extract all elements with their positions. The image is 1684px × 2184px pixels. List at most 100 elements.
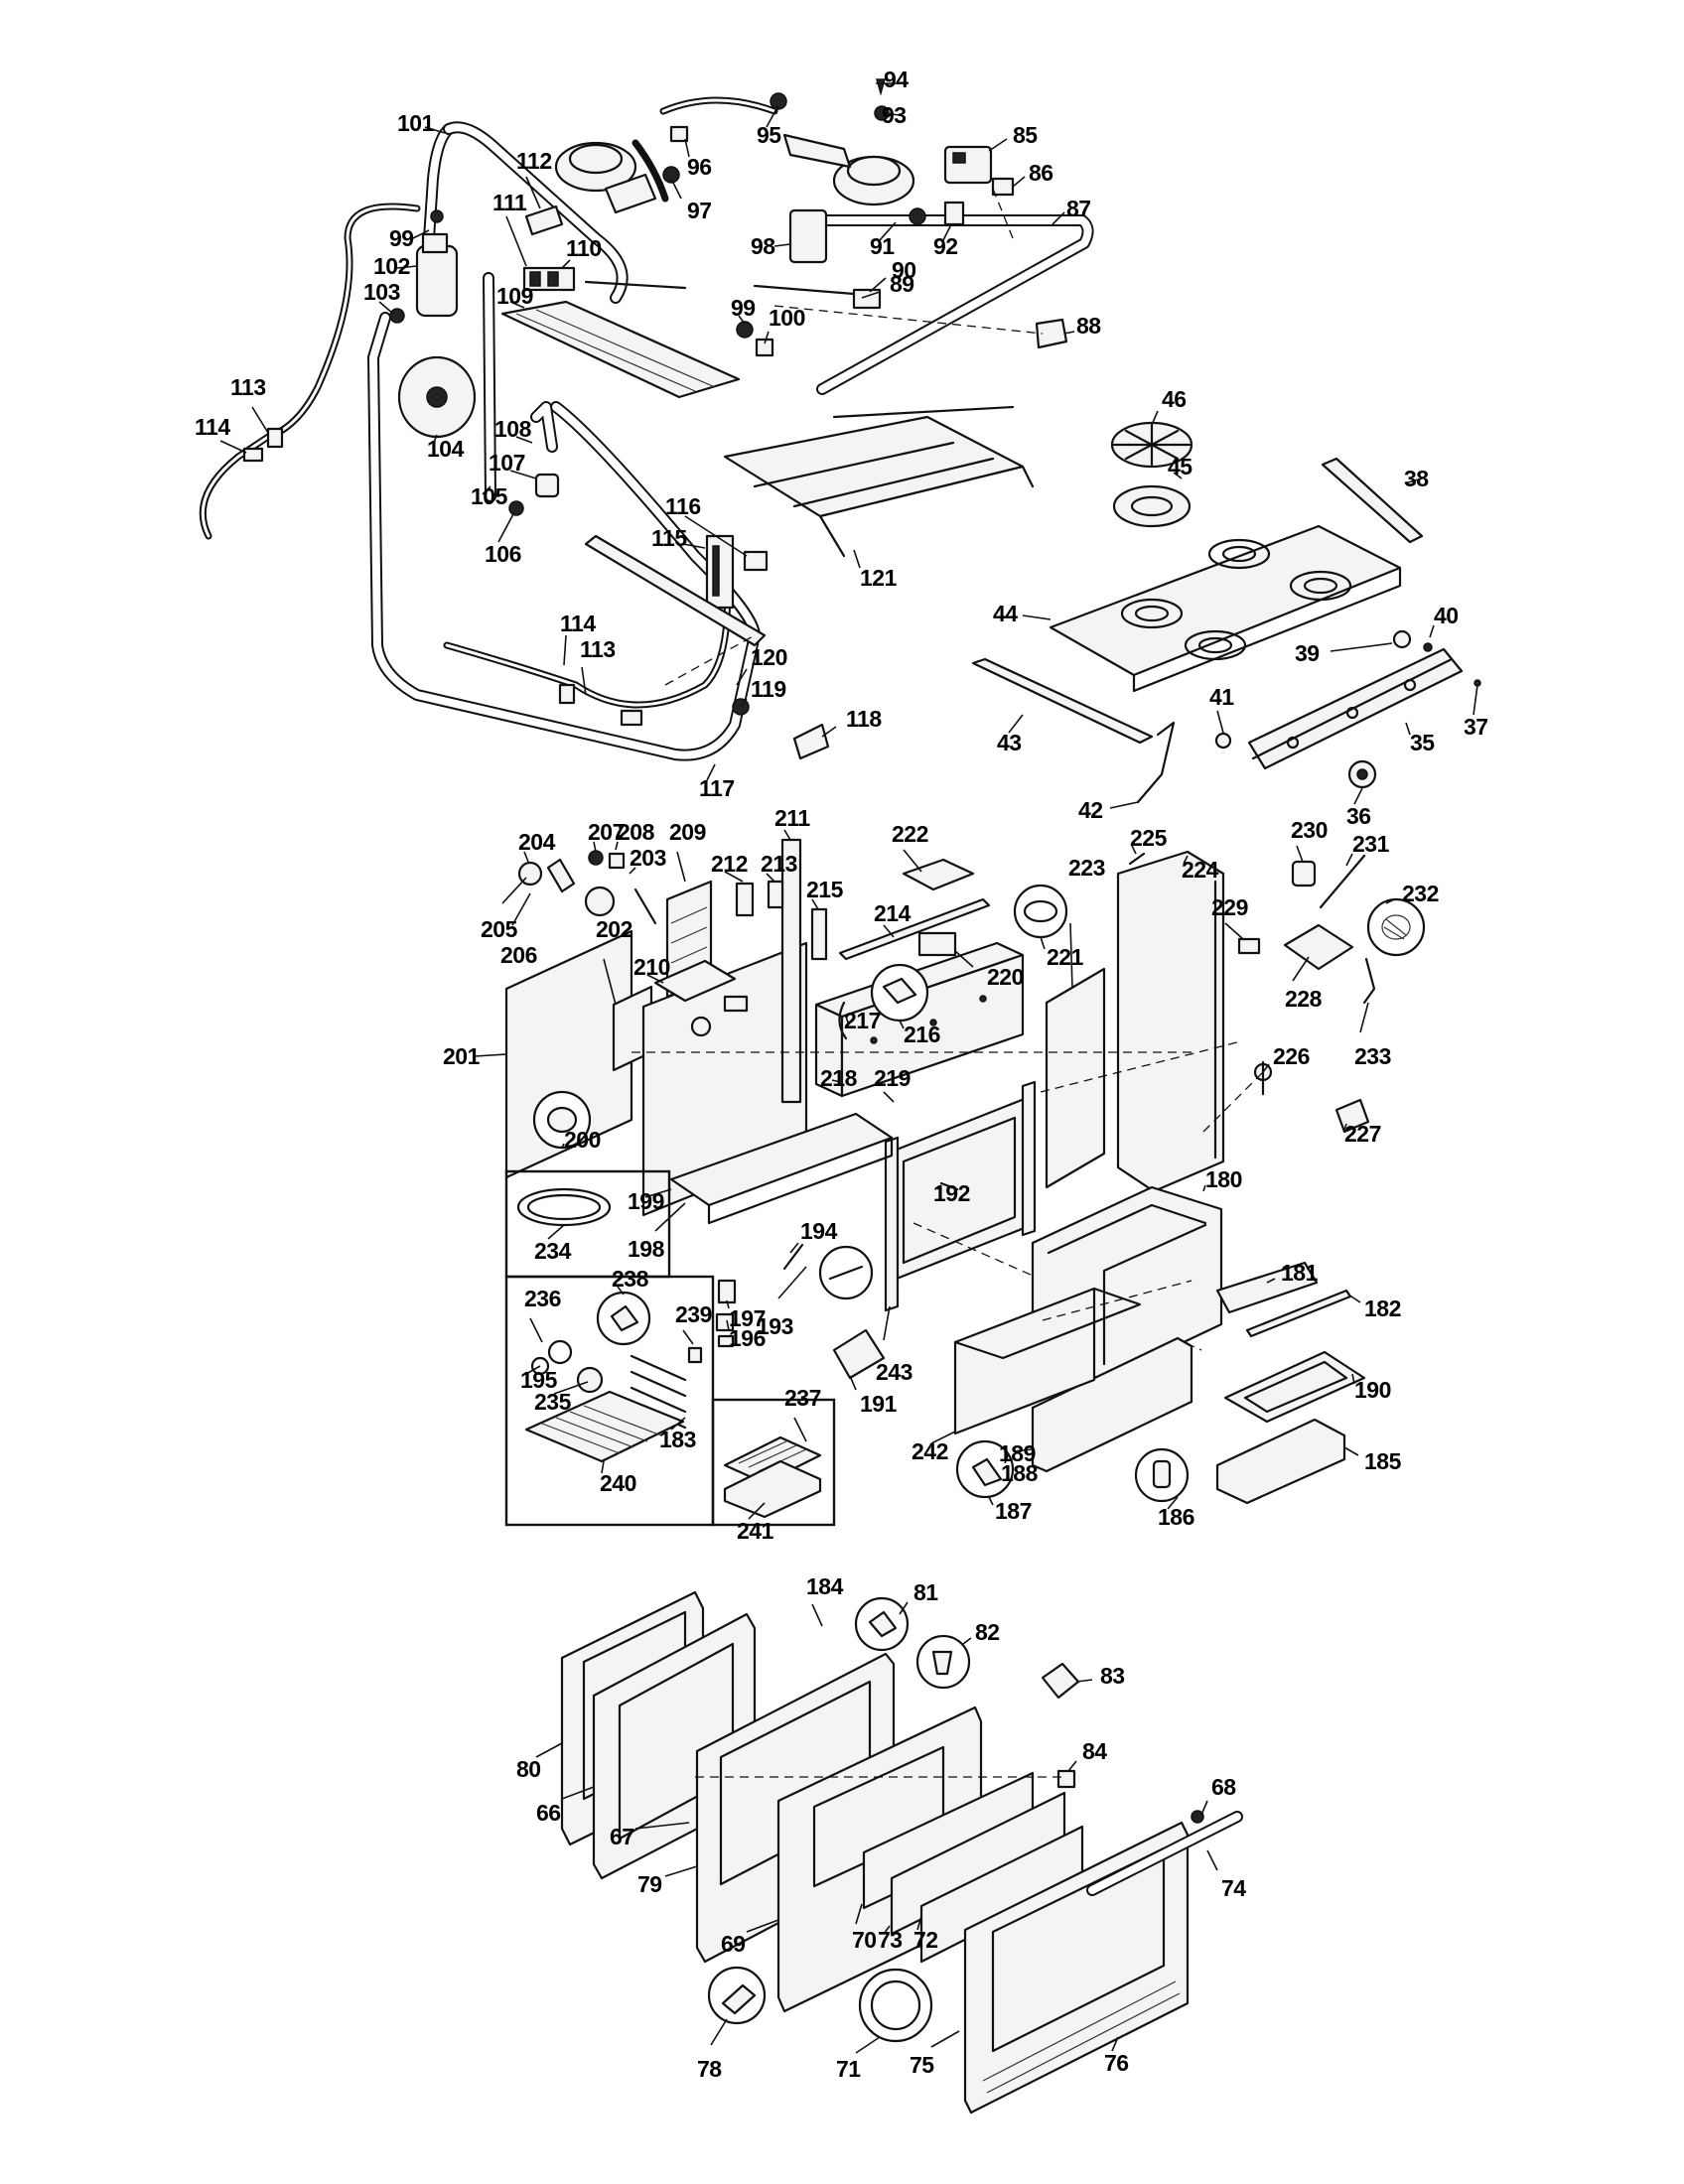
callout-leader — [1216, 710, 1224, 734]
callout-label-108: 108 — [494, 416, 532, 442]
callout-label-38: 38 — [1404, 466, 1429, 491]
callout-label-96: 96 — [687, 154, 712, 180]
callout-label-112: 112 — [516, 148, 552, 174]
oven-door-assembly — [560, 1590, 1243, 2115]
callout-leader — [930, 2030, 960, 2048]
callout-leader — [1202, 1184, 1206, 1192]
callout-label-45: 45 — [1168, 454, 1193, 479]
callout-label-36: 36 — [1346, 803, 1371, 829]
callout-label-211: 211 — [774, 805, 810, 831]
callout-label-180: 180 — [1205, 1166, 1242, 1192]
callout-leader — [1173, 472, 1183, 479]
callout-label-99: 99 — [731, 295, 756, 321]
callout-leader — [644, 1188, 672, 1198]
callout-label-87: 87 — [1066, 196, 1091, 221]
callout-label-88: 88 — [1076, 313, 1101, 339]
callout-label-188: 188 — [1001, 1460, 1039, 1486]
callout-leader — [553, 1381, 589, 1395]
callout-leader — [706, 763, 716, 781]
callout-leader — [505, 215, 527, 267]
callout-leader — [593, 841, 597, 853]
callout-leader — [561, 259, 571, 269]
callout-leader — [726, 1299, 730, 1309]
callout-label-199: 199 — [628, 1188, 664, 1214]
callout-label-84: 84 — [1082, 1738, 1107, 1764]
callout-leader — [509, 301, 525, 309]
callout-leader — [821, 726, 837, 738]
callout-label-212: 212 — [711, 851, 748, 877]
callout-leader — [535, 1742, 563, 1758]
callout-leader — [1353, 787, 1363, 805]
callout-leader — [936, 1184, 942, 1190]
callout-label-70: 70 — [852, 1927, 877, 1953]
callout-leader — [1206, 1849, 1218, 1871]
callout-label-95: 95 — [757, 122, 781, 148]
callout-label-94: 94 — [884, 67, 909, 92]
callout-leader — [396, 265, 418, 269]
callout-label-44: 44 — [993, 601, 1018, 626]
callout-leader — [766, 873, 775, 883]
callout-label-46: 46 — [1162, 386, 1187, 412]
callout-leader — [1292, 956, 1310, 982]
callout-leader — [1075, 1679, 1093, 1683]
callout-leader — [811, 1603, 823, 1627]
callout-leader — [251, 406, 269, 434]
callout-label-213: 213 — [761, 851, 797, 877]
callout-label-203: 203 — [630, 845, 666, 871]
callout-leader — [710, 2018, 728, 2046]
callout-label-43: 43 — [997, 730, 1022, 755]
callout-leader — [1385, 898, 1395, 904]
callout-leader — [988, 1496, 994, 1506]
callout-label-185: 185 — [1364, 1448, 1402, 1474]
callout-label-181: 181 — [1281, 1260, 1319, 1286]
callout-leader — [1012, 1448, 1034, 1452]
callout-label-202: 202 — [596, 916, 632, 942]
callout-leader — [676, 851, 686, 883]
callout-leader — [1351, 1373, 1355, 1385]
callout-leader — [1473, 684, 1478, 716]
callout-leader — [726, 1319, 730, 1331]
callout-label-234: 234 — [534, 1238, 572, 1264]
callout-leader — [1151, 410, 1159, 426]
cooktop-assembly — [971, 421, 1481, 804]
callout-label-67: 67 — [610, 1824, 634, 1849]
callout-label-105: 105 — [471, 483, 508, 509]
callout-leader — [1131, 845, 1137, 855]
callout-label-93: 93 — [882, 102, 907, 128]
callout-label-109: 109 — [496, 283, 533, 309]
callout-leader — [1008, 714, 1024, 734]
callout-label-200: 200 — [564, 1127, 601, 1153]
callout-leader — [1266, 1278, 1276, 1284]
callout-label-83: 83 — [1100, 1663, 1125, 1689]
callout-leader — [1022, 614, 1052, 620]
callout-leader — [1330, 642, 1393, 652]
callout-label-243: 243 — [876, 1359, 912, 1385]
callout-leader — [601, 1460, 605, 1474]
callout-leader — [1200, 1800, 1208, 1816]
callout-label-228: 228 — [1285, 986, 1323, 1012]
callout-leader — [869, 277, 887, 293]
callout-leader — [432, 434, 438, 446]
callout-label-35: 35 — [1410, 730, 1435, 755]
callout-label-215: 215 — [806, 877, 844, 902]
callout-label-39: 39 — [1295, 640, 1320, 666]
callout-label-102: 102 — [373, 253, 410, 279]
callout-leader — [682, 543, 706, 549]
callout-leader — [670, 1417, 686, 1431]
callout-label-186: 186 — [1158, 1504, 1194, 1530]
callout-leader — [670, 178, 682, 200]
callout-label-120: 120 — [751, 644, 787, 670]
callout-leader — [988, 138, 1008, 152]
callout-leader — [883, 1925, 891, 1935]
callout-leader — [1167, 1496, 1179, 1510]
callout-leader — [646, 974, 664, 984]
callout-label-184: 184 — [806, 1573, 844, 1599]
callout-leader — [1407, 478, 1423, 483]
callout-label-69: 69 — [721, 1931, 746, 1957]
callout-leader — [1405, 722, 1411, 736]
callout-leader — [748, 1502, 766, 1520]
callout-label-231: 231 — [1352, 831, 1390, 857]
callout-leader — [1063, 331, 1075, 335]
callout-label-107: 107 — [489, 450, 525, 476]
